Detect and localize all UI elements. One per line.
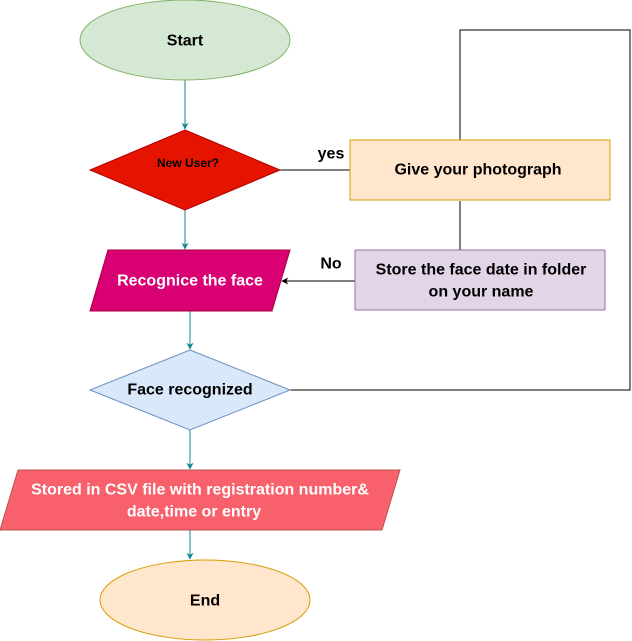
start-label: Start — [167, 33, 204, 50]
stored-csv-node: Stored in CSV file with registration num… — [0, 469, 401, 531]
stored-csv-line1: Stored in CSV file with registration num… — [31, 482, 369, 499]
stored-csv-line2: date,time or entry — [127, 504, 261, 521]
edge-label-yes: yes — [318, 146, 345, 163]
give-photograph-box: Give your photograph — [349, 139, 611, 201]
give-photograph-label: Give your photograph — [394, 162, 561, 179]
end-node: End — [99, 559, 311, 641]
connectors — [181, 29, 631, 560]
new-user-decision: New User? — [88, 129, 282, 211]
face-recognized-label: Face recognized — [127, 382, 252, 399]
edge-facerecognized-loop-to-givephoto — [290, 29, 631, 391]
recognize-face-node: Recognice the face — [89, 249, 291, 312]
edge-label-no: No — [320, 256, 342, 273]
start-node: Start — [79, 0, 291, 81]
store-face-line2: on your name — [429, 284, 534, 301]
new-user-label: New User? — [157, 156, 219, 170]
recognize-face-label: Recognice the face — [117, 273, 263, 290]
face-recognized-decision: Face recognized — [88, 349, 292, 431]
store-face-line1: Store the face date in folder — [376, 262, 587, 279]
store-face-box: Store the face date in folder on your na… — [354, 249, 606, 311]
end-label: End — [190, 593, 220, 610]
